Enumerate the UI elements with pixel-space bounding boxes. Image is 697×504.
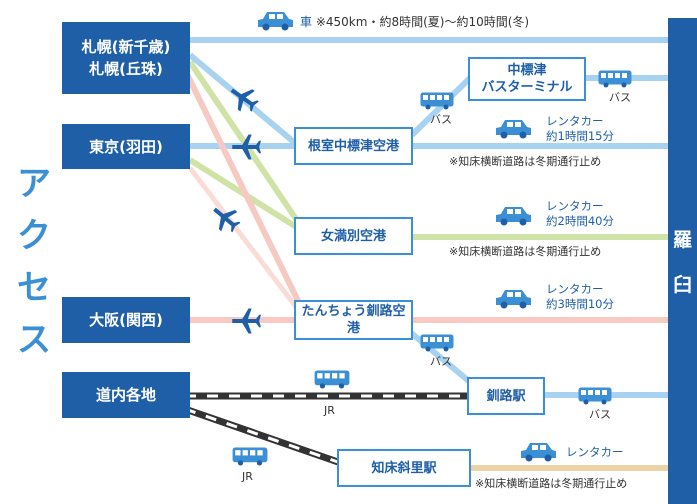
hub-label: 根室中標津空港	[307, 138, 399, 154]
rentacar-label-shari: レンタカー	[566, 445, 624, 459]
hub-nakashibetsu-airport: 根室中標津空港	[294, 127, 413, 165]
origin-osaka: 大阪(関西)	[62, 297, 190, 343]
destination-char: 羅	[672, 229, 692, 251]
car-route-prefix: 車	[300, 15, 313, 29]
hub-kushiro-airport: たんちょう釧路空港	[294, 300, 413, 340]
origin-label: 道内各地	[95, 386, 156, 404]
jr-label: JR	[242, 470, 253, 483]
bus-label: バス	[609, 91, 631, 104]
rentacar-label-nakashibetsu: レンタカー 約1時間15分	[546, 114, 614, 144]
car-icon	[496, 207, 531, 226]
car-route-label: 車 ※450km・約8時間(夏)〜約10時間(冬)	[300, 13, 529, 30]
hub-label: バスターミナル	[481, 80, 573, 95]
hub-shiretoko-shari-station: 知床斜里駅	[337, 449, 471, 487]
destination-rausu: 羅 臼	[668, 18, 697, 504]
origin-label: 札幌(新千歳)	[81, 38, 171, 56]
hub-label: 女満別空港	[320, 228, 386, 244]
hub-nakashibetsu-bus-terminal: 中標津 バスターミナル	[468, 57, 586, 101]
road-closure-note: ※知床横断道路は冬期通行止め	[449, 155, 602, 168]
bus-icon	[578, 387, 612, 405]
hub-label: 知床斜里駅	[371, 460, 437, 476]
bus-label: バス	[589, 408, 611, 421]
hub-memanbetsu-airport: 女満別空港	[294, 217, 413, 255]
rentacar-text: レンタカー	[546, 282, 604, 296]
hub-label: 中標津	[507, 63, 547, 78]
origin-tokyo: 東京(羽田)	[62, 124, 190, 169]
rentacar-time: 約1時間15分	[546, 129, 614, 143]
hub-label: たんちょう釧路空港	[301, 304, 406, 336]
origin-label: 大阪(関西)	[89, 311, 163, 329]
train-icon	[314, 370, 350, 389]
origin-sapporo: 札幌(新千歳) 札幌(丘珠)	[62, 22, 190, 94]
bus-label: バス	[430, 355, 452, 368]
bus-icon	[420, 334, 454, 352]
road-closure-note: ※知床横断道路は冬期通行止め	[475, 477, 628, 490]
bus-icon	[598, 70, 632, 88]
title-char: セ	[17, 268, 51, 308]
rentacar-text: レンタカー	[546, 199, 604, 213]
origin-dounai: 道内各地	[62, 372, 190, 418]
rentacar-text: レンタカー	[546, 114, 604, 128]
train-icon	[232, 447, 268, 466]
jr-label: JR	[324, 404, 335, 417]
car-icon	[521, 443, 556, 462]
rentacar-time: 約3時間10分	[546, 297, 614, 311]
destination-char: 臼	[672, 274, 692, 296]
car-icon	[496, 120, 531, 139]
rentacar-label-memanbetsu: レンタカー 約2時間40分	[546, 199, 614, 229]
rentacar-time: 約2時間40分	[546, 214, 614, 228]
hub-kushiro-station: 釧路駅	[467, 377, 545, 415]
car-route-text: ※450km・約8時間(夏)〜約10時間(冬)	[315, 15, 530, 29]
car-icon	[258, 12, 293, 31]
origin-label: 東京(羽田)	[89, 137, 163, 156]
page-title: ア ク セ ス	[14, 158, 54, 366]
airplane-icon	[232, 308, 261, 334]
road-closure-note: ※知床横断道路は冬期通行止め	[449, 245, 602, 258]
car-icon	[496, 290, 531, 309]
title-char: ク	[17, 216, 51, 256]
title-char: ア	[17, 164, 51, 204]
origin-label: 札幌(丘珠)	[89, 60, 163, 78]
bus-label: バス	[430, 113, 452, 126]
rentacar-label-kushiro: レンタカー 約3時間10分	[546, 282, 614, 312]
title-char: ス	[17, 320, 51, 360]
hub-label: 釧路駅	[486, 388, 526, 404]
